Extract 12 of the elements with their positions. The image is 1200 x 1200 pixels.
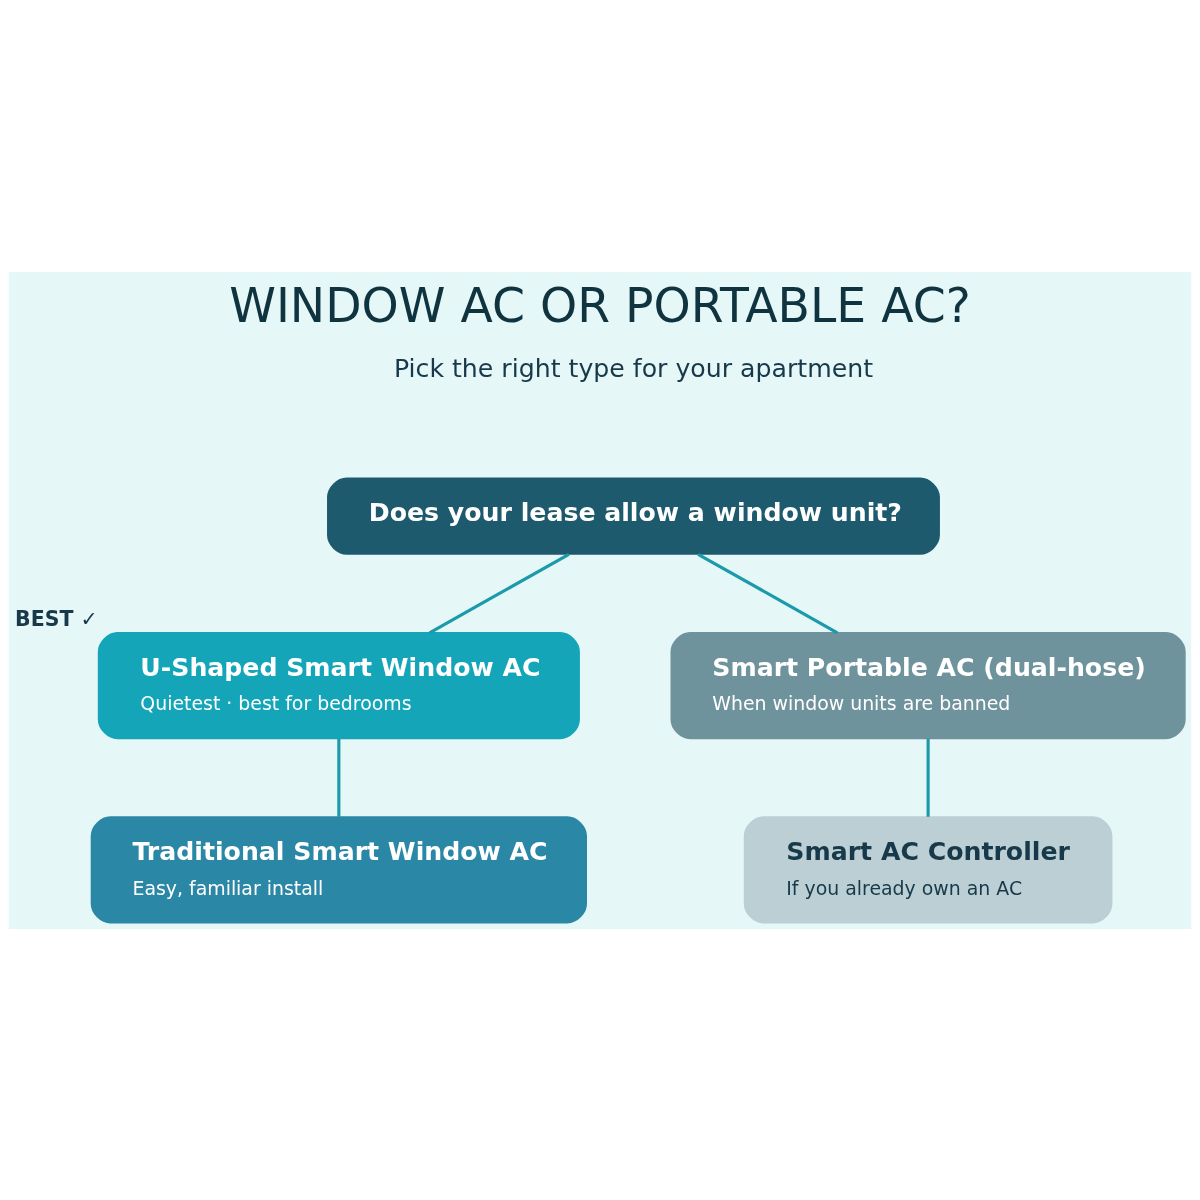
node-label: BEST ✓ (15, 606, 98, 631)
diagram-title: WINDOW AC OR PORTABLE AC? (229, 277, 971, 333)
node-box: Does your lease allow a window unit? (327, 477, 940, 555)
connector (926, 738, 930, 817)
connector (337, 738, 341, 817)
connector (697, 552, 839, 634)
label: Pick the right type for your apartment (393, 353, 874, 383)
node-box: Smart AC Controller If you already own an AC (743, 815, 1113, 923)
node-box: U-Shaped Smart Window AC Quietest · best for bedrooms (97, 631, 580, 739)
node-box: Smart Portable AC (dual-hose) When window units are banned (670, 631, 1186, 739)
connector (428, 552, 570, 634)
node-box: Traditional Smart Window AC Easy, familiar install (90, 815, 587, 923)
